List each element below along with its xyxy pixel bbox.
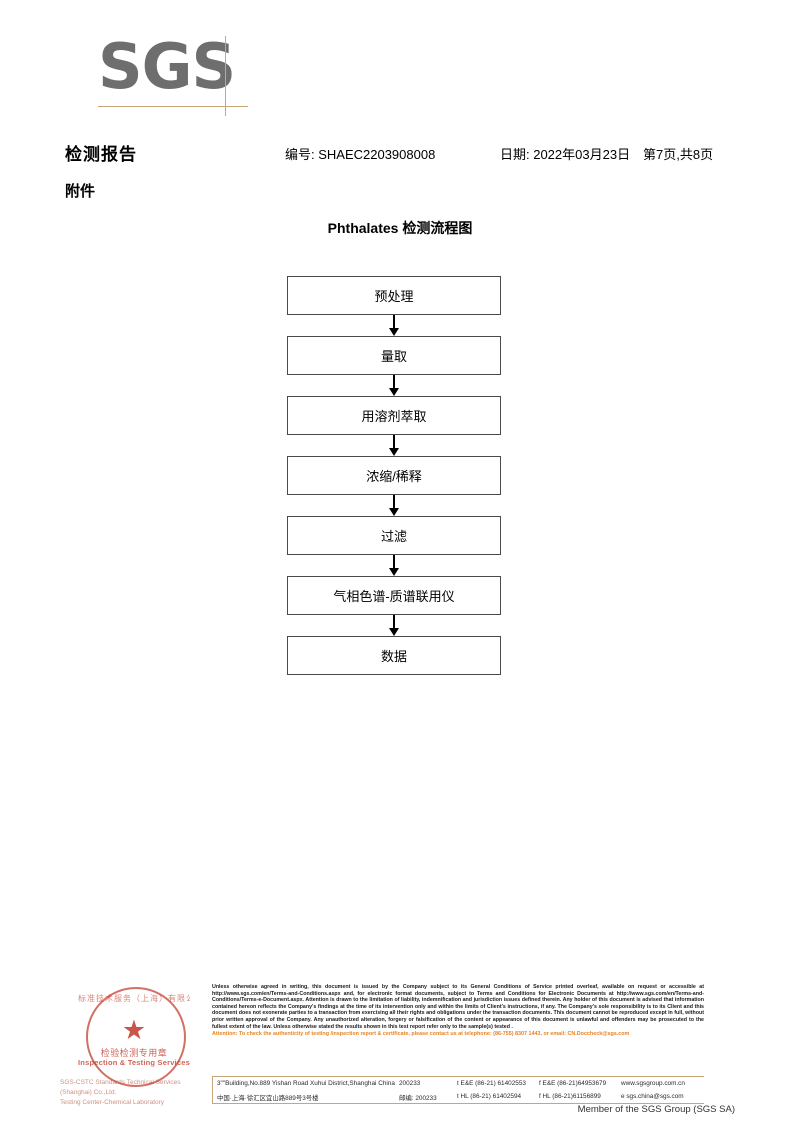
stamp-chinese-text: 检验检测专用章	[100, 1048, 168, 1058]
stamp-company-line-2: Testing Center-Chemical Laboratory	[60, 1099, 165, 1106]
sgs-logo: SGS	[98, 30, 298, 116]
sgs-group-member-note: Member of the SGS Group (SGS SA)	[577, 1104, 735, 1115]
sgs-logo-text: SGS	[98, 30, 236, 103]
telephone-hl: t HL (86-21) 61402594	[457, 1093, 522, 1100]
telephone-ee: t E&E (86-21) 61402553	[457, 1080, 526, 1087]
flow-node: 数据	[287, 636, 501, 675]
report-number: 编号: SHAEC2203908008	[285, 147, 436, 162]
address-row-cn: 中国·上海·徐汇区宜山路889号3号楼 邮编: 200233 t HL (86-…	[217, 1090, 704, 1103]
flow-arrow-down-icon	[287, 435, 501, 456]
logo-vertical-rule	[225, 36, 226, 116]
report-date: 日期: 2022年03月23日	[500, 147, 631, 162]
flow-arrow-down-icon	[287, 495, 501, 516]
inspection-seal-stamp: 标准技术服务（上海）有限公 ★ 检验检测专用章 Inspection & Tes…	[60, 985, 190, 1106]
attention-notice: Attention: To check the authenticity of …	[212, 1031, 630, 1038]
legal-terms-text: Unless otherwise agreed in writing, this…	[212, 984, 704, 1030]
flow-arrow-down-icon	[287, 315, 501, 336]
star-icon: ★	[121, 1015, 147, 1045]
page-title: 检测报告	[65, 145, 137, 164]
stamp-circle	[86, 987, 186, 1087]
flow-node: 过滤	[287, 516, 501, 555]
flow-arrow-down-icon	[287, 555, 501, 576]
logo-horizontal-rule	[98, 106, 248, 107]
flow-node: 预处理	[287, 276, 501, 315]
flow-node: 气相色谱-质谱联用仪	[287, 576, 501, 615]
fax-hl: f HL (86-21)61156899	[539, 1093, 601, 1100]
flow-node: 用溶剂萃取	[287, 396, 501, 435]
contact-address-table: 3""Building,No.889 Yishan Road Xuhui Dis…	[212, 1076, 704, 1104]
legal-disclaimer-block: Unless otherwise agreed in writing, this…	[212, 984, 704, 1038]
flow-arrow-down-icon	[287, 615, 501, 636]
stamp-company-line-1: SGS-CSTC Standards Technical Services (S…	[60, 1079, 181, 1096]
fax-ee: f E&E (86-21)64953679	[539, 1080, 607, 1087]
address-en: 3""Building,No.889 Yishan Road Xuhui Dis…	[217, 1080, 395, 1087]
flowchart-title: Phthalates 检测流程图	[327, 220, 473, 236]
address-cn: 中国·上海·徐汇区宜山路889号3号楼	[217, 1095, 319, 1102]
stamp-company-name: SGS-CSTC Standards Technical Services (S…	[60, 1078, 210, 1108]
zip-cn: 邮编: 200233	[399, 1095, 437, 1102]
zip-en: 200233	[399, 1080, 421, 1087]
stamp-arc-text: 标准技术服务（上海）有限公	[78, 994, 190, 1003]
address-row-en: 3""Building,No.889 Yishan Road Xuhui Dis…	[217, 1077, 704, 1090]
page-indicator: 第7页,共8页	[643, 147, 714, 162]
flow-node: 量取	[287, 336, 501, 375]
document-footer: 标准技术服务（上海）有限公 ★ 检验检测专用章 Inspection & Tes…	[0, 975, 800, 1131]
report-header: 检测报告 编号: SHAEC2203908008 日期: 2022年03月23日…	[65, 140, 765, 166]
flowchart: 预处理 量取 用溶剂萃取 浓缩/稀释 过滤 气相色谱-质谱联用仪 数据	[287, 276, 503, 675]
stamp-english-text: Inspection & Testing Services	[78, 1058, 190, 1067]
flow-node: 浓缩/稀释	[287, 456, 501, 495]
attachment-label: 附件	[65, 183, 96, 200]
email-address: e sgs.china@sgs.com	[621, 1093, 684, 1100]
flow-arrow-down-icon	[287, 375, 501, 396]
website-url: www.sgsgroup.com.cn	[621, 1080, 685, 1087]
